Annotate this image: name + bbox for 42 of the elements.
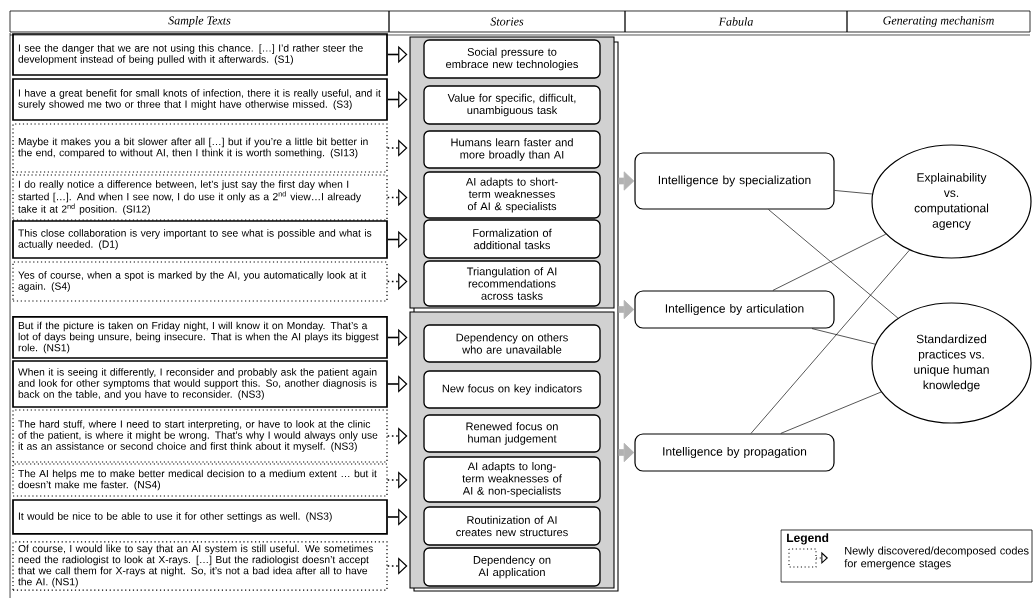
quote-box: Yes of course, when a spot is marked by the AI, you automatically look at it again. (S4) — [12, 261, 388, 302]
header-cell: Sample Texts — [9, 10, 390, 33]
quote-box: This close collaboration is very important to see what is possible and what is actually needed. (D1) — [12, 220, 388, 259]
quote-box: Of course, I would like to say that an AI system is still useful. We sometimes need the radiologist to look at X-rays. […] But the radiologist doesn’t accept that we call them for X-rays at night. So, it’s not a bad idea after all to have the AI. (NS1) — [12, 541, 388, 591]
block-arrow — [618, 299, 635, 320]
quote-box: Maybe it makes you a bit slower after all […] but if you’re a little bit better in the end, compared to without AI, then I think it is worth something. (SI13) — [12, 123, 388, 173]
connector-line — [772, 233, 887, 291]
quote-box: The hard stuff, where I need to start interpreting, or have to look at the clinic of the patient, is where it might be wrong. That’s why I would always only use it as an assistance or second choice and first think about it myself. (NS3) — [12, 409, 388, 463]
fabula-box: Intelligence by propagation — [634, 433, 835, 472]
story-box: Routinization of AI creates new structures — [423, 506, 601, 546]
block-arrow — [618, 171, 635, 191]
story-box: AI adapts to short-term weaknesses of AI & specialists — [423, 171, 601, 219]
quote-box: It would be nice to be able to use it for other settings as well. (NS3) — [12, 499, 388, 535]
block-arrow — [618, 442, 635, 463]
story-box: New focus on key indicators — [423, 370, 601, 409]
header-cell: Generating mechanism — [846, 10, 1031, 33]
quote-box: The AI helps me to make better medical decision to a medium extent … but it doesn’t make me faster. (NS4) — [12, 463, 388, 497]
story-box: Humans learn faster and more broadly than AI — [423, 130, 601, 169]
story-box: Renewed focus on human judgement — [423, 414, 601, 453]
story-box: Dependency on AI application — [423, 547, 601, 587]
connector-line — [750, 249, 910, 434]
quote-box: When it is seeing it differently, I reconsider and probably ask the patient again and look for other symptoms that would support this. So, another diagnosis is back on the table, and you have to reconsider. (NS3) — [12, 360, 388, 408]
story-box: Formalization of additional tasks — [423, 219, 601, 259]
header-cell: Fabula — [624, 10, 848, 33]
header-cell: Stories — [388, 10, 626, 33]
story-box: Value for specific, difficult, unambiguous task — [423, 85, 601, 125]
story-box: AI adapts to long-term weaknesses of AI & non-specialists — [423, 456, 601, 503]
story-box: Dependency on others who are unavailable — [423, 324, 601, 363]
quote-box: I do really notice a difference between, let’s just say the first day when I started […]. And when I see now, I do use it only as a 2$^{nd}$ view…I already take it at 2$^{nd}$ position. (SI12) — [12, 174, 388, 221]
fabula-box: Intelligence by articulation — [634, 290, 835, 329]
legend-title: Legend — [787, 533, 829, 545]
connector-line — [780, 391, 882, 434]
legend-text: Newly discovered/decomposed codes for emergence stages — [844, 546, 1029, 570]
connector-line — [768, 209, 899, 319]
connector-line — [834, 190, 873, 195]
quote-box: I see the danger that we are not using this chance. […] I’d rather steer the development instead of being pulled with it afterwards. (S1) — [12, 33, 388, 76]
connector-line — [811, 328, 876, 345]
fabula-box: Intelligence by specialization — [634, 152, 835, 210]
quote-box: I have a great benefit for small knots of infection, there it is really useful, and it surely showed me two or three that I might have otherwise missed. (S3) — [12, 78, 388, 121]
story-box: Triangulation of AI recommendations across tasks — [423, 260, 601, 307]
quote-box: But if the picture is taken on Friday night, I will know it on Monday. That’s a lot of days being unsure, being insecure. That is when the AI plays its biggest role. (NS1) — [12, 316, 388, 359]
story-box: Social pressure to embrace new technologies — [423, 39, 601, 79]
